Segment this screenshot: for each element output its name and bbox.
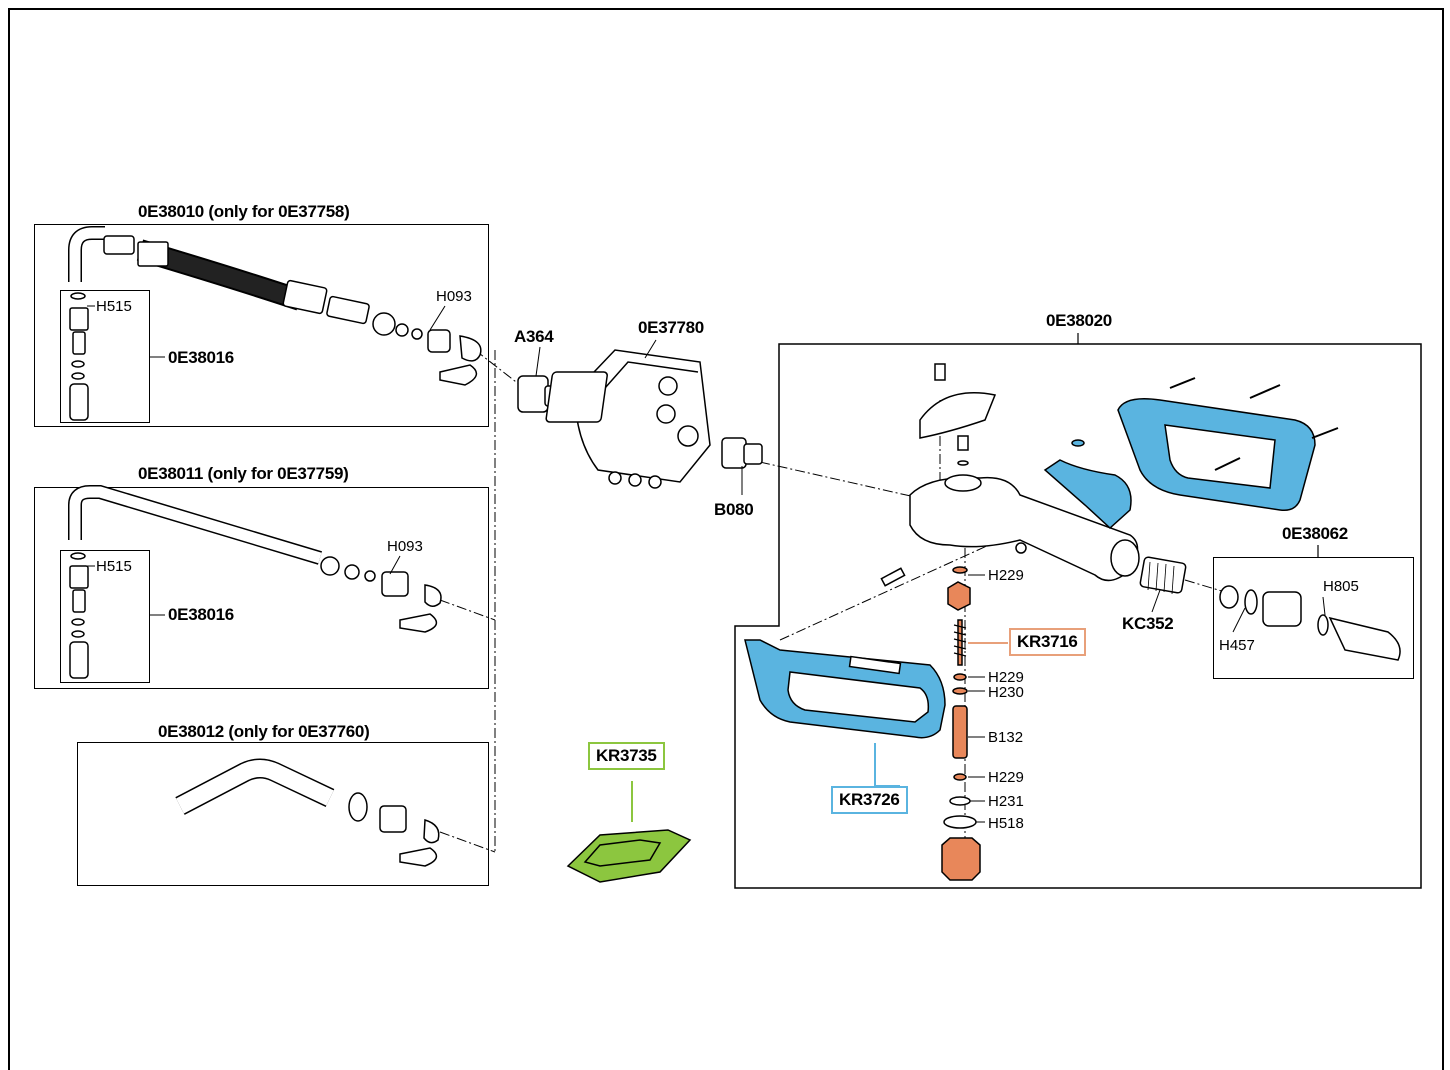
gun-body-drawing bbox=[880, 363, 1140, 587]
nozzle-subbox-1 bbox=[60, 290, 150, 423]
valve-parts bbox=[941, 566, 981, 881]
gun-body-box bbox=[734, 343, 1422, 889]
part-label-h229-c: H229 bbox=[988, 769, 1024, 786]
handle-guard-lower bbox=[744, 639, 946, 739]
part-label-h229-a: H229 bbox=[988, 567, 1024, 584]
leader-lines bbox=[87, 305, 1326, 823]
nozzle-assembly-label-1: 0E38016 bbox=[168, 348, 234, 367]
part-label-a364: A364 bbox=[514, 327, 554, 346]
callout-kr3726: KR3726 bbox=[831, 786, 908, 814]
part-label-meter: 0E37780 bbox=[638, 318, 704, 337]
hose-assembly-2-box bbox=[34, 487, 489, 689]
part-label-h457: H457 bbox=[1219, 637, 1255, 654]
hose-2-drawing bbox=[68, 485, 442, 679]
nozzle-subbox-2 bbox=[60, 550, 150, 683]
diagram-frame bbox=[8, 8, 1444, 1070]
part-label-b132: B132 bbox=[988, 729, 1024, 746]
swivel-assembly-label: 0E38062 bbox=[1282, 524, 1348, 543]
callout-kr3716: KR3716 bbox=[1009, 628, 1086, 656]
part-label-b080: B080 bbox=[714, 500, 754, 519]
hose-assembly-3-title: 0E38012 (only for 0E37760) bbox=[158, 722, 370, 741]
part-label-kc352: KC352 bbox=[1122, 614, 1174, 633]
callout-kr3735: KR3735 bbox=[588, 742, 665, 770]
part-label-h805: H805 bbox=[1323, 578, 1359, 595]
kr3726-leader bbox=[874, 743, 900, 787]
part-label-h229-b: H229 bbox=[988, 669, 1024, 686]
hose-assembly-1-title: 0E38010 (only for 0E37758) bbox=[138, 202, 350, 221]
part-label-h231: H231 bbox=[988, 793, 1024, 810]
part-label-h093-a: H093 bbox=[436, 288, 472, 305]
part-label-h515-b: H515 bbox=[96, 558, 132, 575]
part-label-h093-b: H093 bbox=[387, 538, 423, 555]
hose-assembly-2-title: 0E38011 (only for 0E37759) bbox=[138, 464, 349, 483]
hose-assembly-1-box bbox=[34, 224, 489, 427]
b080-fitting bbox=[721, 437, 763, 469]
hose-3-drawing bbox=[175, 758, 440, 867]
gun-body-label: 0E38020 bbox=[1046, 311, 1112, 330]
swivel-drawing bbox=[1219, 585, 1401, 661]
hose-assembly-3-box bbox=[77, 742, 489, 886]
meter-body bbox=[545, 349, 711, 489]
part-label-h518: H518 bbox=[988, 815, 1024, 832]
part-label-h230: H230 bbox=[988, 684, 1024, 701]
rest-pad bbox=[566, 781, 692, 883]
nozzle-assembly-label-2: 0E38016 bbox=[168, 605, 234, 624]
part-label-h515-a: H515 bbox=[96, 298, 132, 315]
kc352-strainer bbox=[1139, 556, 1187, 595]
handle-guard-upper bbox=[1117, 377, 1339, 512]
swivel-assembly-box bbox=[1213, 557, 1414, 679]
hose-1-drawing bbox=[68, 226, 482, 421]
connector-lines bbox=[439, 349, 1226, 853]
